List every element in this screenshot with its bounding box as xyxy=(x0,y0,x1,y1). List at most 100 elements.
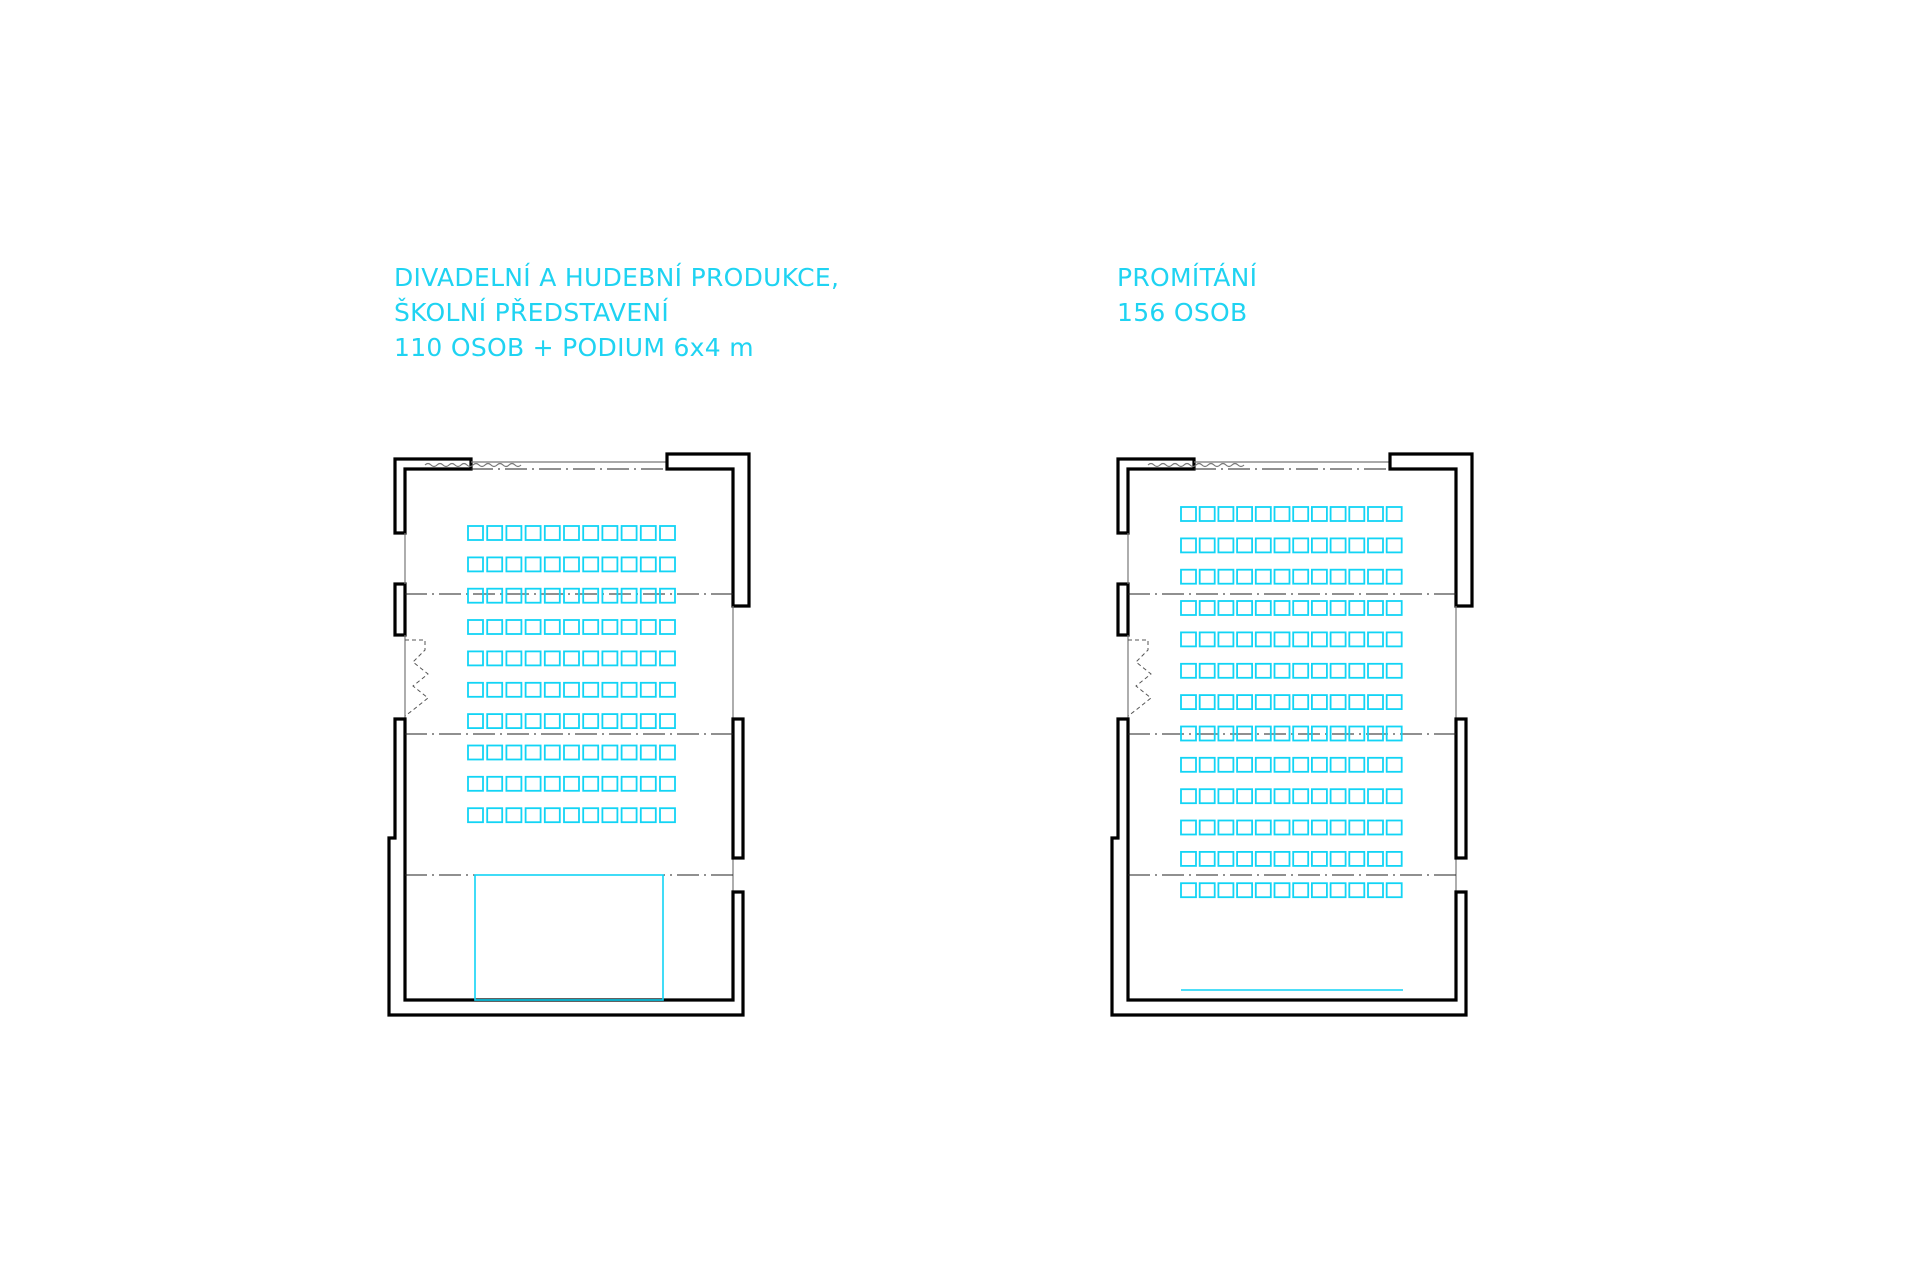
seat xyxy=(1217,662,1235,679)
seat xyxy=(1273,568,1291,585)
seat xyxy=(1292,537,1310,554)
seat xyxy=(563,807,580,824)
seat xyxy=(1385,788,1403,805)
seat xyxy=(1273,506,1291,522)
seat xyxy=(1254,819,1272,836)
seat xyxy=(1311,631,1328,648)
seat xyxy=(1254,851,1272,867)
theatre-caption: DIVADELNÍ A HUDEBNÍ PRODUKCE, ŠKOLNÍ PŘE… xyxy=(394,260,839,365)
seat xyxy=(1348,725,1366,742)
seat xyxy=(1311,662,1328,679)
cinema-caption: PROMÍTÁNÍ 156 OSOB xyxy=(1117,260,1257,330)
seat xyxy=(1198,788,1216,805)
seat xyxy=(1198,662,1216,679)
seat xyxy=(1329,882,1347,899)
podium xyxy=(474,874,664,1001)
seat xyxy=(1385,819,1403,836)
theatre-plan xyxy=(387,452,751,1017)
seat xyxy=(467,525,484,541)
seat xyxy=(582,587,600,604)
seat xyxy=(1273,631,1291,648)
seat xyxy=(1311,882,1328,899)
seat xyxy=(1217,882,1235,899)
seat xyxy=(524,775,542,792)
seat xyxy=(1236,568,1253,585)
seat xyxy=(467,713,484,729)
seat xyxy=(486,713,504,729)
seat xyxy=(1348,568,1366,585)
seat xyxy=(563,744,580,761)
seat xyxy=(1329,568,1347,585)
seat xyxy=(1348,506,1366,522)
seat xyxy=(601,807,619,824)
theatre-room-walls xyxy=(387,452,751,1017)
seat xyxy=(1385,537,1403,554)
seat xyxy=(1385,882,1403,899)
seat xyxy=(505,525,523,541)
seat xyxy=(1292,694,1310,710)
seat xyxy=(620,775,638,792)
seat xyxy=(1180,851,1197,867)
seat xyxy=(1254,756,1272,773)
seat xyxy=(467,650,484,667)
seat xyxy=(1236,788,1253,805)
seat xyxy=(1180,788,1197,805)
seat xyxy=(601,525,619,541)
seat xyxy=(1329,851,1347,867)
seat xyxy=(1348,788,1366,805)
seat xyxy=(524,807,542,824)
seat xyxy=(1198,631,1216,648)
seat xyxy=(524,587,542,604)
seat xyxy=(505,744,523,761)
seat xyxy=(1254,694,1272,710)
seat xyxy=(486,650,504,667)
seat xyxy=(486,775,504,792)
seat xyxy=(1311,506,1328,522)
seat xyxy=(563,525,580,541)
seat xyxy=(1273,756,1291,773)
seat xyxy=(1367,537,1384,554)
seat xyxy=(1348,694,1366,710)
seat xyxy=(1236,851,1253,867)
seat xyxy=(1217,788,1235,805)
seat xyxy=(1198,600,1216,616)
seat xyxy=(1198,882,1216,899)
seat xyxy=(1180,568,1197,585)
seat xyxy=(582,681,600,698)
seat xyxy=(1292,568,1310,585)
seat xyxy=(467,775,484,792)
seat xyxy=(1385,600,1403,616)
seat xyxy=(1385,694,1403,710)
seat xyxy=(1367,631,1384,648)
seat xyxy=(582,807,600,824)
seat xyxy=(1217,506,1235,522)
seat xyxy=(639,525,657,541)
seat xyxy=(1311,756,1328,773)
seat xyxy=(1198,851,1216,867)
seat xyxy=(582,525,600,541)
seat xyxy=(639,650,657,667)
seat xyxy=(543,587,561,604)
seat xyxy=(1198,568,1216,585)
seat xyxy=(1348,537,1366,554)
seat xyxy=(505,713,523,729)
seat xyxy=(1180,662,1197,679)
seat xyxy=(1329,819,1347,836)
seat xyxy=(1311,537,1328,554)
seat xyxy=(1217,694,1235,710)
seat xyxy=(1180,600,1197,616)
seat xyxy=(524,681,542,698)
seat xyxy=(1367,694,1384,710)
seat xyxy=(543,775,561,792)
seat xyxy=(467,587,484,604)
seat xyxy=(1217,568,1235,585)
seat xyxy=(1292,756,1310,773)
seat xyxy=(467,619,484,635)
seat xyxy=(563,556,580,573)
seat xyxy=(505,650,523,667)
seat xyxy=(1180,631,1197,648)
seat xyxy=(601,744,619,761)
theatre-capacity: 110 OSOB + PODIUM 6x4 m xyxy=(394,333,754,362)
seat xyxy=(505,681,523,698)
seat xyxy=(1329,600,1347,616)
